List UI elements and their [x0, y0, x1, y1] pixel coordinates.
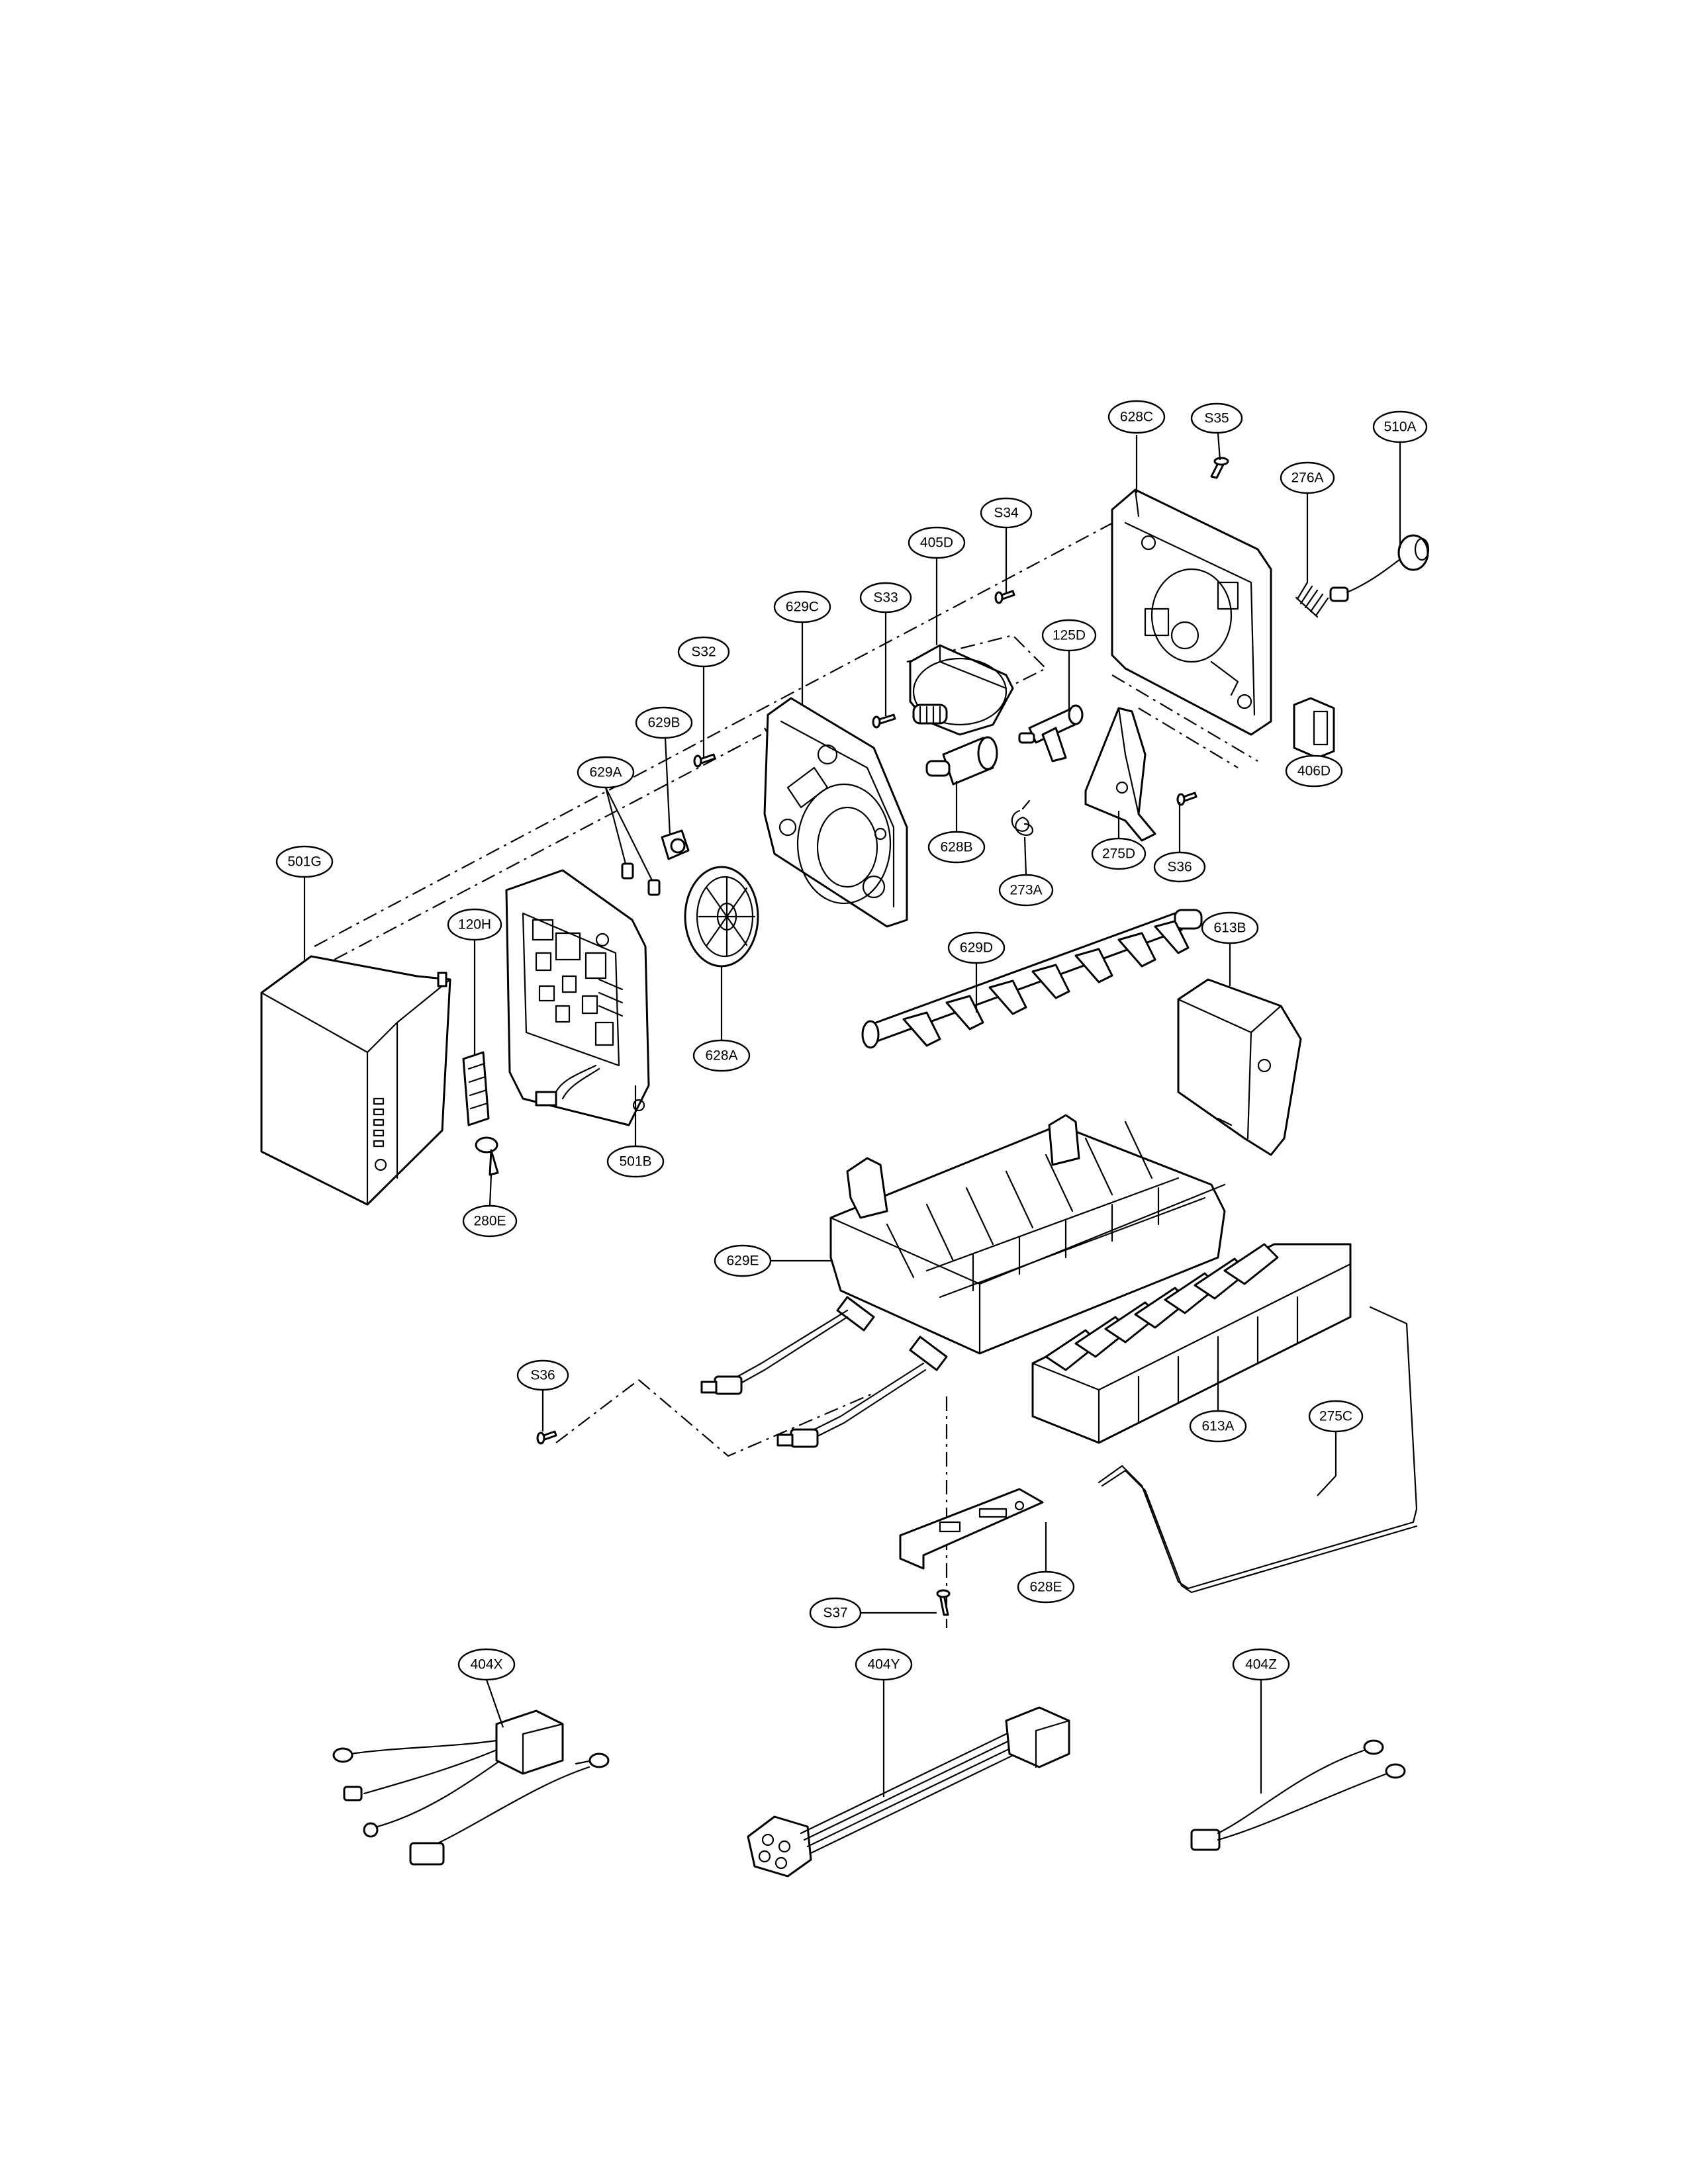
part-404x-harness — [332, 1709, 610, 1866]
callout-120h: 120H — [447, 908, 502, 941]
callout-404y: 404Y — [855, 1648, 913, 1681]
part-280e-fuse — [475, 1136, 499, 1176]
part-628b-shaft — [925, 736, 998, 786]
part-406d-switch — [1293, 697, 1335, 759]
assembly-dashed-lines — [314, 516, 1258, 1628]
svg-text:S36: S36 — [530, 1368, 555, 1383]
svg-text:S32: S32 — [691, 645, 716, 660]
part-629b-lever — [661, 829, 690, 860]
part-628a-gear — [684, 866, 759, 968]
callout-405d: 405D — [908, 526, 966, 559]
svg-text:510A: 510A — [1383, 420, 1416, 435]
callout-s37: S37 — [809, 1597, 862, 1629]
callout-s32: S32 — [677, 636, 730, 668]
callout-404z: 404Z — [1232, 1648, 1290, 1681]
callout-613b: 613B — [1201, 911, 1259, 944]
svg-text:S36: S36 — [1167, 860, 1192, 875]
svg-text:629C: 629C — [786, 600, 819, 615]
callout-501g: 501G — [275, 845, 334, 878]
svg-text:S37: S37 — [823, 1606, 847, 1621]
callout-629c: 629C — [773, 590, 831, 623]
svg-text:120H: 120H — [458, 917, 491, 933]
part-629c-housing — [763, 697, 908, 928]
svg-text:404X: 404X — [470, 1657, 502, 1672]
callout-628c: 628C — [1107, 400, 1166, 434]
svg-text:628A: 628A — [705, 1048, 737, 1064]
svg-text:613A: 613A — [1201, 1419, 1234, 1434]
svg-text:275D: 275D — [1102, 846, 1135, 862]
svg-text:406D: 406D — [1297, 764, 1331, 779]
svg-text:629D: 629D — [960, 940, 993, 956]
part-120h-bracket — [462, 1051, 490, 1126]
callout-628e: 628E — [1017, 1570, 1075, 1604]
callout-628a: 628A — [692, 1039, 751, 1072]
part-629e-tray — [829, 1114, 1226, 1371]
part-404y-harness — [747, 1706, 1070, 1878]
svg-text:S34: S34 — [994, 506, 1019, 521]
callout-629b: 629B — [635, 706, 693, 739]
callout-629d: 629D — [947, 931, 1006, 964]
callout-501b: 501B — [606, 1145, 665, 1178]
part-404z-harness — [1190, 1739, 1406, 1851]
callout-labels: 628C S35 510A S34 276A 405D 629C S33 125… — [275, 400, 1428, 1681]
svg-text:404Z: 404Z — [1245, 1657, 1277, 1672]
part-275c-wire-arm — [1098, 1306, 1418, 1594]
part-628e-bracket — [899, 1488, 1044, 1570]
part-629d-ejector — [861, 909, 1203, 1049]
svg-text:275C: 275C — [1319, 1409, 1352, 1424]
svg-text:273A: 273A — [1009, 883, 1042, 898]
callout-s34: S34 — [980, 497, 1033, 529]
leader-lines — [303, 433, 1401, 1797]
callout-s36-lower: S36 — [516, 1359, 569, 1391]
callout-s36-upper: S36 — [1153, 851, 1206, 883]
callout-276a: 276A — [1280, 461, 1335, 494]
callout-629e: 629E — [714, 1244, 772, 1277]
svg-text:613B: 613B — [1213, 921, 1246, 936]
callout-280e: 280E — [462, 1205, 518, 1238]
svg-text:125D: 125D — [1053, 628, 1086, 643]
part-125d-shaft — [1018, 704, 1084, 762]
part-613b-guide — [1177, 978, 1302, 1156]
callout-125d: 125D — [1041, 619, 1097, 652]
svg-text:S35: S35 — [1204, 411, 1229, 426]
svg-text:404Y: 404Y — [867, 1657, 900, 1672]
callout-613a: 613A — [1189, 1410, 1247, 1443]
svg-text:628E: 628E — [1029, 1580, 1062, 1595]
part-s35-screw — [1210, 457, 1229, 479]
svg-text:629E: 629E — [726, 1253, 759, 1269]
svg-text:628C: 628C — [1120, 410, 1153, 425]
part-501g-cover — [260, 955, 451, 1206]
callout-629a: 629A — [577, 756, 635, 789]
callout-275d: 275D — [1091, 837, 1147, 870]
part-613a-stripper — [1031, 1243, 1352, 1444]
callout-510a: 510A — [1372, 410, 1428, 443]
callout-404x: 404X — [457, 1648, 516, 1681]
part-275d-arm — [1084, 707, 1156, 842]
svg-text:628B: 628B — [940, 840, 972, 855]
svg-text:501G: 501G — [287, 854, 321, 870]
part-628c-housing — [1111, 488, 1272, 736]
part-501b-control-board — [505, 869, 650, 1126]
part-405d-motor — [909, 644, 1014, 736]
callout-273a: 273A — [998, 874, 1054, 907]
screws — [536, 590, 1197, 1616]
svg-text:276A: 276A — [1291, 471, 1323, 486]
part-629e-heater-leads — [700, 1309, 927, 1448]
part-629a-pins — [621, 862, 661, 896]
callout-s33: S33 — [859, 582, 912, 614]
svg-text:629A: 629A — [589, 765, 622, 780]
svg-text:280E: 280E — [473, 1214, 506, 1229]
part-510a-sensor — [1329, 534, 1430, 602]
svg-text:S33: S33 — [873, 590, 898, 606]
callout-s35: S35 — [1190, 402, 1243, 434]
part-276a-spring — [1295, 581, 1329, 618]
callout-628b: 628B — [927, 831, 986, 864]
callout-275c: 275C — [1308, 1400, 1364, 1433]
svg-text:405D: 405D — [920, 535, 953, 551]
callout-406d: 406D — [1285, 754, 1343, 788]
svg-text:501B: 501B — [619, 1154, 651, 1169]
svg-text:629B: 629B — [647, 715, 680, 731]
part-273a-spring — [1011, 799, 1033, 837]
